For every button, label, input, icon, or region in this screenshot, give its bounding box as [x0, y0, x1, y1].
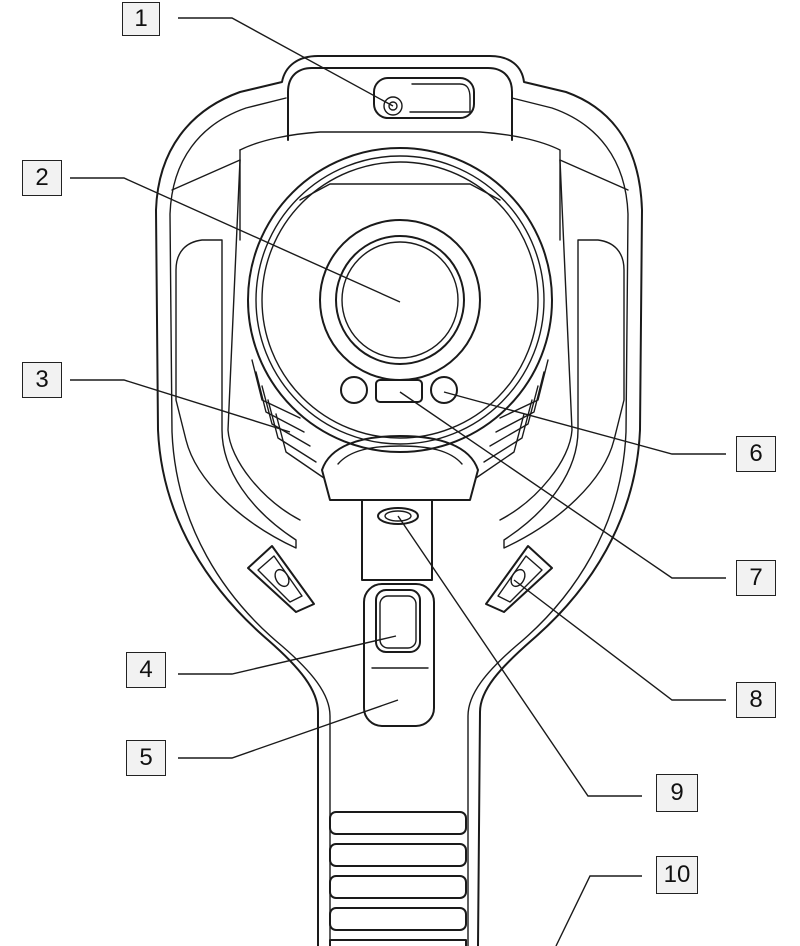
leader-10	[555, 875, 642, 946]
infrared-lens	[319, 219, 481, 381]
callout-10: 10	[656, 856, 698, 894]
handle-grip	[329, 811, 467, 946]
leader-6	[443, 391, 726, 455]
callout-1: 1	[122, 2, 160, 36]
leader-1	[178, 17, 394, 107]
callout-3: 3	[22, 362, 62, 398]
leader-8	[513, 579, 726, 701]
lower-bezel	[321, 435, 479, 501]
lens-bezel	[171, 131, 629, 453]
camera-body	[155, 55, 643, 946]
callout-4: 4	[126, 652, 166, 688]
grip-ridges	[251, 359, 549, 479]
handle-neck	[361, 499, 433, 581]
leader-3	[70, 379, 291, 433]
callout-5: 5	[126, 740, 166, 776]
callout-6: 6	[736, 436, 776, 472]
leader-lines	[70, 17, 726, 946]
side-panels	[175, 159, 625, 549]
callout-2: 2	[22, 160, 62, 196]
leader-5	[178, 699, 399, 759]
leader-2	[70, 177, 401, 303]
sensor-cluster	[340, 376, 458, 404]
trigger-assembly	[363, 583, 435, 727]
callout-8: 8	[736, 682, 776, 718]
callout-7: 7	[736, 560, 776, 596]
leader-9	[397, 515, 642, 797]
leader-4	[178, 635, 397, 675]
visual-camera-housing	[287, 67, 513, 141]
leader-7	[399, 391, 726, 579]
callout-9: 9	[656, 774, 698, 812]
side-buttons	[247, 545, 553, 613]
